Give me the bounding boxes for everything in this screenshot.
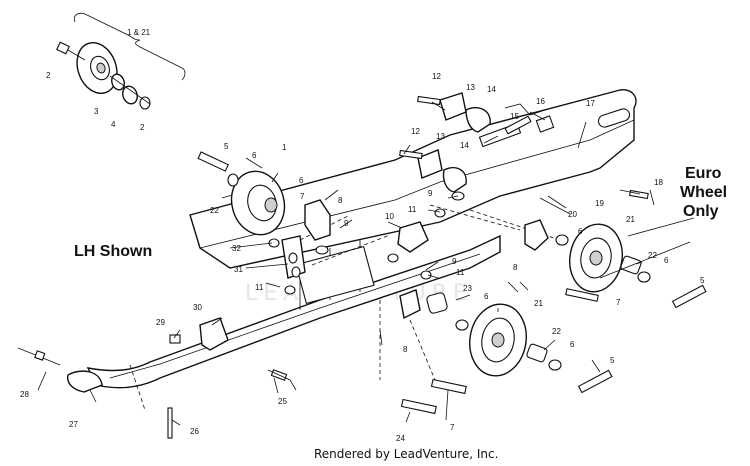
callout-2a: 2: [46, 71, 51, 80]
callout-30: 30: [193, 303, 202, 312]
callout-22a: 22: [210, 206, 219, 215]
callout-6d: 6: [664, 256, 669, 265]
callout-10: 10: [385, 212, 394, 221]
callout-21b: 21: [534, 299, 543, 308]
callout-8a: 8: [338, 196, 343, 205]
callout-11b: 11: [255, 283, 264, 292]
euro-label-line2: Wheel: [680, 184, 727, 201]
leader-lines: [37, 101, 695, 426]
callout-11c: 11: [456, 268, 465, 277]
callout-18: 18: [654, 178, 663, 187]
side-label: LH Shown: [74, 243, 152, 260]
wheel-1: [197, 151, 286, 236]
callout-16: 16: [536, 97, 545, 106]
callout-19: 19: [595, 199, 604, 208]
callout-8b: 8: [513, 263, 518, 272]
callout-6b: 6: [299, 176, 304, 185]
callout-26: 26: [190, 427, 199, 436]
rail-assembly: [86, 89, 637, 411]
footer-credit: Rendered by LeadVenture, Inc.: [314, 447, 498, 461]
callout-9c: 9: [452, 257, 457, 266]
callout-22c: 22: [552, 327, 561, 336]
callout-1: 1: [282, 143, 287, 152]
bolts: [17, 95, 707, 439]
wheel-21-upper: [569, 223, 642, 293]
callout-12b: 12: [411, 127, 420, 136]
idler-wheel-exploded-group: [56, 12, 186, 110]
euro-label-line1: Euro: [685, 165, 722, 182]
bracket-parts: [67, 92, 651, 393]
callout-25: 25: [278, 397, 287, 406]
callout-13a: 13: [466, 83, 475, 92]
callout-20: 20: [568, 210, 577, 219]
wheel-21-lower: [469, 303, 548, 377]
callout-29: 29: [156, 318, 165, 327]
callout-24: 24: [396, 434, 405, 443]
callout-14b: 14: [460, 141, 469, 150]
callout-4: 4: [111, 120, 116, 129]
callout-numbers: 1 2 2 3 4 5 5 5 6 6 6 6 6 6 7 7 7 8 8 8 …: [20, 71, 705, 443]
callout-11a: 11: [408, 205, 417, 214]
callout-13b: 13: [436, 132, 445, 141]
callout-23: 23: [463, 284, 472, 293]
callout-14a: 14: [487, 85, 496, 94]
callout-2b: 2: [140, 123, 145, 132]
callout-32: 32: [232, 244, 241, 253]
callout-27: 27: [69, 420, 78, 429]
callout-28: 28: [20, 390, 29, 399]
callout-6e: 6: [484, 292, 489, 301]
callout-7a: 7: [300, 192, 305, 201]
callout-21a: 21: [626, 215, 635, 224]
callout-8c: 8: [403, 345, 408, 354]
callout-6a: 6: [252, 151, 257, 160]
callout-3: 3: [94, 107, 99, 116]
callout-15: 15: [510, 112, 519, 121]
callout-6c: 6: [578, 227, 583, 236]
callout-5c: 5: [610, 356, 615, 365]
callout-12a: 12: [432, 72, 441, 81]
callout-5b: 5: [700, 276, 705, 285]
callout-31: 31: [234, 265, 243, 274]
euro-label-line3: Only: [683, 203, 719, 220]
callout-22b: 22: [648, 251, 657, 260]
group-label: 1 & 21: [127, 28, 151, 37]
callout-17: 17: [586, 99, 595, 108]
callout-7c: 7: [450, 423, 455, 432]
callout-6f: 6: [570, 340, 575, 349]
callout-9b: 9: [428, 189, 433, 198]
callout-7b: 7: [616, 298, 621, 307]
callout-9a: 9: [344, 219, 349, 228]
callout-5a: 5: [224, 142, 229, 151]
